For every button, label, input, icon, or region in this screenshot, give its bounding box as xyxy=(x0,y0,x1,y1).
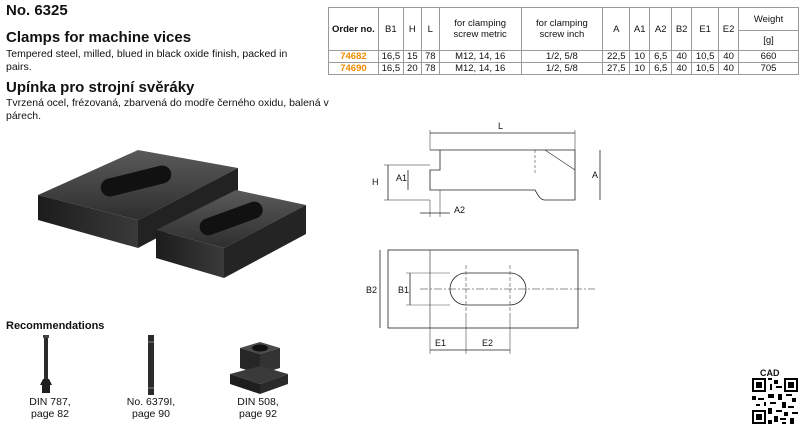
cell-l: 78 xyxy=(420,50,440,63)
cell-weight: 705 xyxy=(738,62,799,75)
cad-qr-code-icon[interactable] xyxy=(752,378,798,424)
recommendation-din508-link[interactable]: DIN 508, page 92 xyxy=(237,396,279,420)
cell-h: 15 xyxy=(402,50,422,63)
header-e2: E2 xyxy=(718,7,740,51)
cell-a: 27,5 xyxy=(602,62,631,75)
cell-h: 20 xyxy=(402,62,422,75)
header-order-no: Order no. xyxy=(328,7,379,51)
dim-b1-label: B1 xyxy=(398,285,409,295)
dim-e1-label: E1 xyxy=(435,338,446,348)
cell-b1: 16,5 xyxy=(377,62,404,75)
title-english: Clamps for machine vices xyxy=(6,29,192,46)
header-l: L xyxy=(420,7,440,51)
technical-drawing: L H A1 A A2 B2 B1 E1 E2 xyxy=(366,121,601,354)
title-czech: Upínka pro strojní svěráky xyxy=(6,79,195,96)
order-number-link[interactable]: 74690 xyxy=(328,62,379,75)
cell-weight: 660 xyxy=(738,50,799,63)
dim-h-label: H xyxy=(372,177,379,187)
recommendations-title: Recommendations xyxy=(6,320,105,332)
cell-l: 78 xyxy=(420,62,440,75)
cell-e1: 10,5 xyxy=(691,50,720,63)
header-weight: Weight xyxy=(738,7,799,31)
header-weight-unit: [g] xyxy=(738,30,799,51)
header-h: H xyxy=(402,7,422,51)
header-a: A xyxy=(602,7,631,51)
cell-screw-metric: M12, 14, 16 xyxy=(438,50,522,63)
header-a1: A1 xyxy=(629,7,651,51)
cell-a1: 10 xyxy=(629,50,651,63)
header-e1: E1 xyxy=(691,7,720,51)
table-row: 74690 16,5 20 78 M12, 14, 16 1/2, 5/8 27… xyxy=(328,62,799,75)
header-b2: B2 xyxy=(671,7,693,51)
header-screw-metric: for clamping screw metric xyxy=(438,7,522,51)
cell-screw-inch: 1/2, 5/8 xyxy=(520,50,604,63)
t-slot-bolt-icon xyxy=(40,335,52,393)
cell-b2: 40 xyxy=(671,50,693,63)
cell-b1: 16,5 xyxy=(377,50,404,63)
header-screw-inch: for clamping screw inch xyxy=(520,7,604,51)
cell-screw-inch: 1/2, 5/8 xyxy=(520,62,604,75)
description-czech: Tvrzená ocel, frézovaná, zbarvená do mod… xyxy=(6,97,329,122)
stud-bolt-icon xyxy=(148,335,154,395)
t-slot-nut-icon xyxy=(230,342,288,394)
header-a2: A2 xyxy=(649,7,673,51)
spec-table: Order no. B1 H L for clamping screw metr… xyxy=(328,7,799,75)
product-number: No. 6325 xyxy=(6,2,68,19)
cell-b2: 40 xyxy=(671,62,693,75)
cell-a: 22,5 xyxy=(602,50,631,63)
cell-e2: 40 xyxy=(718,62,740,75)
dim-b2-label: B2 xyxy=(366,285,377,295)
table-row: 74682 16,5 15 78 M12, 14, 16 1/2, 5/8 22… xyxy=(328,50,799,63)
cell-a2: 6,5 xyxy=(649,62,673,75)
dim-a2-label: A2 xyxy=(454,205,465,215)
cell-a1: 10 xyxy=(629,62,651,75)
cell-screw-metric: M12, 14, 16 xyxy=(438,62,522,75)
recommendation-6379i-link[interactable]: No. 6379I, page 90 xyxy=(126,396,176,420)
cad-label: CAD xyxy=(760,368,780,378)
description-english: Tempered steel, milled, blued in black o… xyxy=(6,48,288,73)
dim-e2-label: E2 xyxy=(482,338,493,348)
clamp-photo xyxy=(38,150,306,278)
order-number-link[interactable]: 74682 xyxy=(328,50,379,63)
cell-e1: 10,5 xyxy=(691,62,720,75)
dim-a1-label: A1 xyxy=(396,173,407,183)
dim-a-label: A xyxy=(592,170,598,180)
dim-l-label: L xyxy=(498,121,503,131)
header-b1: B1 xyxy=(377,7,404,51)
recommendation-din787-link[interactable]: DIN 787, page 82 xyxy=(29,396,71,420)
cell-a2: 6,5 xyxy=(649,50,673,63)
cell-e2: 40 xyxy=(718,50,740,63)
